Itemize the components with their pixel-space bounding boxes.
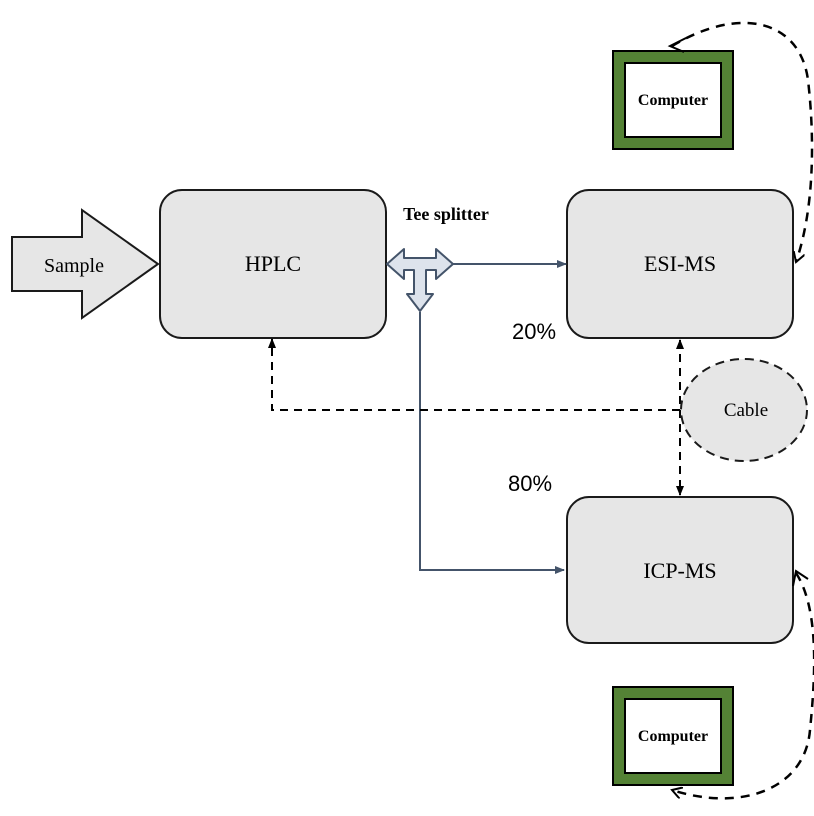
flow-line-to-icp-ms — [419, 312, 565, 574]
hplc-box: HPLC — [159, 189, 387, 339]
computer-top: Computer — [612, 50, 734, 150]
icp-ms-box: ICP-MS — [566, 496, 794, 644]
esi-ms-label: ESI-MS — [644, 251, 716, 276]
control-line-to-hplc — [268, 338, 680, 411]
computer-bottom: Computer — [612, 686, 734, 786]
sample-input-arrow: Sample — [11, 208, 160, 320]
split-20-percent-label: 20% — [512, 319, 556, 344]
icp-ms-to-computer-curve — [672, 572, 814, 800]
esi-ms-box: ESI-MS — [566, 189, 794, 339]
cable-ellipse: Cable — [680, 358, 808, 462]
sample-label: Sample — [44, 255, 104, 277]
icp-ms-label: ICP-MS — [643, 558, 716, 583]
computer-top-label: Computer — [638, 92, 708, 109]
tee-splitter-icon — [386, 248, 454, 312]
split-80-percent-label: 80% — [508, 471, 552, 496]
computer-bottom-label: Computer — [638, 728, 708, 745]
computer-to-esi-ms-curve-start-arrow — [667, 37, 687, 53]
tee-splitter-label: Tee splitter — [403, 204, 489, 224]
cable-label: Cable — [724, 400, 768, 421]
hplc-label: HPLC — [245, 251, 301, 276]
icp-ms-to-computer-curve-start-arrow — [792, 569, 809, 587]
